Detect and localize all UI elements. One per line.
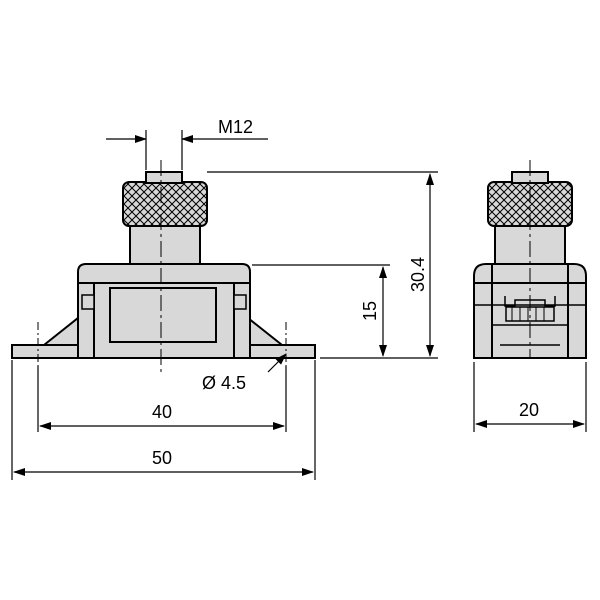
mid-height-label: 15 xyxy=(360,301,380,321)
total-height-label: 30.4 xyxy=(408,257,428,292)
dimensions xyxy=(11,130,587,480)
side-width-label: 20 xyxy=(519,400,539,420)
overall-width-label: 50 xyxy=(152,448,172,468)
thread-stub xyxy=(145,171,183,184)
side-view xyxy=(473,160,587,359)
left-ramp xyxy=(41,315,79,346)
right-ramp xyxy=(247,315,285,346)
front-window xyxy=(109,287,217,343)
thread-size-label: M12 xyxy=(218,117,253,137)
hole-diameter-label: Ø 4.5 xyxy=(202,373,246,393)
knurled-nut xyxy=(122,181,208,227)
neck xyxy=(129,225,201,265)
front-view xyxy=(11,160,316,372)
inner-width-label: 40 xyxy=(152,402,172,422)
